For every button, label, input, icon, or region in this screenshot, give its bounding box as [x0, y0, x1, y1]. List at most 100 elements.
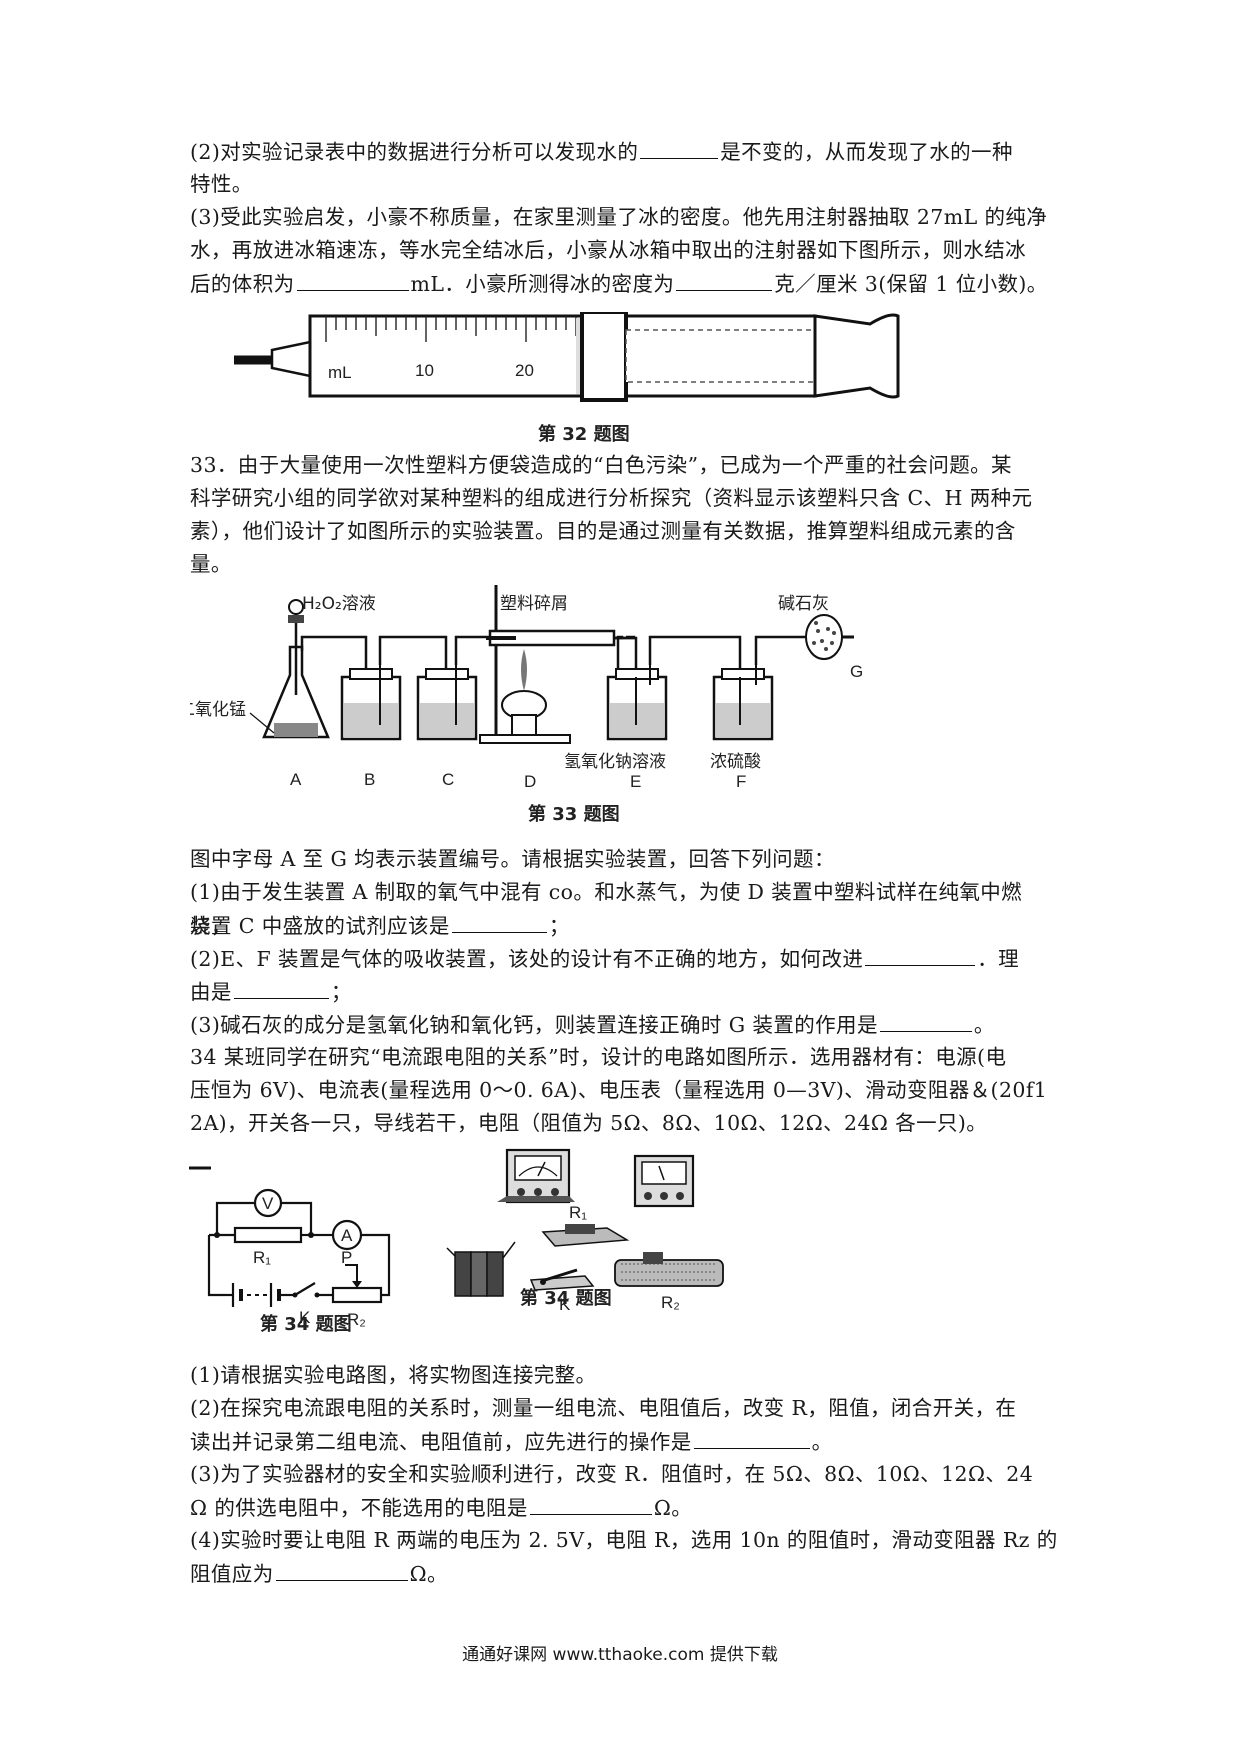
answer-blank[interactable] — [451, 908, 547, 933]
q33-intro-line4: 量。 — [190, 552, 232, 576]
label-A-meter: A — [341, 1226, 353, 1245]
label-E: E — [630, 772, 641, 791]
answer-blank[interactable] — [879, 1007, 972, 1032]
apparatus-figure: H₂O₂溶液 二氧化锰 塑料碎屑 — [190, 585, 863, 791]
q34-intro-line1: 34 某班同学在研究“电流跟电阻的关系”时，设计的电路如图所示．选用器材有：电源… — [190, 1045, 1007, 1069]
text: (2)对实验记录表中的数据进行分析可以发现水的 — [190, 140, 639, 164]
syringe-unit-label: mL — [328, 363, 352, 382]
q34-part1: (1)请根据实验电路图，将实物图连接完整。 — [190, 1363, 597, 1387]
switch-device — [529, 1268, 595, 1291]
q33-intro-line2: 科学研究小组的同学欲对某种塑料的组成进行分析探究（资料显示该塑料只含 C、H 两… — [190, 486, 1033, 510]
label-h2o2: H₂O₂溶液 — [302, 594, 376, 614]
ammeter-device — [633, 1154, 695, 1208]
rheostat-R2 — [331, 1286, 383, 1304]
apparatus-C — [416, 665, 478, 741]
circuit-diagram: V A K P R₁ R₂ — [189, 1166, 391, 1329]
label-mno2: 二氧化锰 — [190, 700, 246, 720]
photo-label-R1: R₁ — [569, 1203, 587, 1222]
label-soda-lime: 碱石灰 — [778, 594, 829, 614]
q33-intro-line1: 33．由于大量使用一次性塑料方便袋造成的“白色污染”，已成为一个严重的社会问题。… — [190, 453, 1012, 477]
battery-symbol — [225, 1283, 293, 1307]
photo-label-K: K — [559, 1295, 571, 1314]
label-P: P — [341, 1248, 352, 1267]
q33-intro-line3: 素），他们设计了如图所示的实验装置。目的是通过测量有关数据，推算塑料组成元素的含 — [190, 519, 1016, 543]
apparatus-D — [479, 585, 616, 744]
answer-blank[interactable] — [296, 266, 409, 291]
q34-part2-line1: (2)在探究电流跟电阻的关系时，测量一组电流、电阻值后，改变 R，阻值，闭合开关… — [190, 1396, 1017, 1420]
q34-intro-line3: 2A)，开关各一只，导线若干，电阻（阻值为 5Ω、8Ω、10Ω、12Ω、24Ω … — [190, 1111, 988, 1135]
answer-blank[interactable] — [529, 1490, 652, 1515]
syringe-tick-20: 20 — [515, 361, 534, 380]
q32-part3-line1: (3)受此实验启发，小豪不称质量，在家里测量了冰的密度。他先用注射器抽取 27m… — [190, 205, 1048, 229]
q34-part4-line1: (4)实验时要让电阻 R 两端的电压为 2. 5V，电阻 R，选用 10n 的阻… — [190, 1528, 1058, 1552]
voltmeter-symbol — [253, 1188, 283, 1218]
text: ； — [330, 980, 352, 1004]
q34-figure-caption-right: 第 34 题图 — [520, 1288, 612, 1309]
q33-part2-line1: (2)E、F 装置是气体的吸收装置，该处的设计有不正确的地方，如何改进 ．理 — [190, 941, 1060, 976]
plunger-rod — [625, 329, 816, 383]
resistor-device — [541, 1224, 630, 1247]
q34-intro-line2: 压恒为 6V)、电流表(量程选用 0～0. 6A)、电压表（量程选用 0—3V)… — [190, 1078, 1048, 1102]
text: ．理 — [977, 947, 1020, 971]
physical-circuit-figure: R₁ K R₂ — [446, 1148, 724, 1314]
text: 后的体积为 — [190, 272, 295, 296]
text: 克／厘米 3(保留 1 位小数)。 — [774, 272, 1048, 296]
label-naoh: 氢氧化钠溶液 — [564, 752, 666, 772]
resistor-R1 — [233, 1226, 303, 1244]
answer-blank[interactable] — [640, 134, 719, 159]
answer-blank[interactable] — [676, 266, 773, 291]
apparatus-F — [712, 665, 774, 741]
text: mL．小豪所测得冰的密度为 — [410, 272, 675, 296]
q33-part3-line1: (3)碱石灰的成分是氢氧化钠和氧化钙，则装置连接正确时 G 装置的作用是。 — [190, 1007, 1060, 1042]
text: Ω 的供选电阻中，不能选用的电阻是 — [190, 1496, 528, 1520]
text: Ω。 — [653, 1496, 693, 1520]
label-K: K — [299, 1308, 311, 1327]
photo-label-R2: R₂ — [661, 1293, 680, 1312]
label-B: B — [364, 770, 375, 789]
battery-device — [446, 1241, 516, 1297]
q34-part2-line2: 读出并记录第二组电流、电阻值前，应先进行的操作是。 — [190, 1424, 1060, 1459]
label-plastic: 塑料碎屑 — [500, 594, 568, 614]
label-D: D — [524, 772, 536, 791]
q32-part2-line2: 特性。 — [190, 172, 253, 196]
answer-blank[interactable] — [693, 1424, 810, 1449]
syringe-tick-10: 10 — [415, 361, 434, 380]
q33-description: 图中字母 A 至 G 均表示装置编号。请根据实验装置，回答下列问题： — [190, 847, 835, 871]
q33-part2-line2: 由是 ； — [190, 974, 1060, 1009]
label-h2so4: 浓硫酸 — [710, 752, 761, 772]
syringe-flange — [813, 313, 900, 399]
ice-edge — [576, 318, 582, 394]
answer-blank[interactable] — [275, 1556, 408, 1581]
voltmeter-device — [497, 1148, 575, 1204]
q34-part3-line1: (3)为了实验器材的安全和实验顺利进行，改变 R．阻值时，在 5Ω、8Ω、10Ω… — [190, 1462, 1034, 1486]
syringe-figure: mL 10 20 — [234, 312, 900, 402]
q32-part2-line1: (2)对实验记录表中的数据进行分析可以发现水的是不变的，从而发现了水的一种 — [190, 134, 1060, 169]
q32-part3-line2: 水，再放进冰箱速冻，等水完全结冰后，小豪从冰箱中取出的注射器如下图所示，则水结冰 — [190, 238, 1026, 262]
text: 装置 C 中盛放的试剂应该是 — [190, 914, 450, 938]
text: 读出并记录第二组电流、电阻值前，应先进行的操作是 — [190, 1430, 692, 1454]
rheostat-device — [614, 1252, 724, 1287]
q34-part3-line2: Ω 的供选电阻中，不能选用的电阻是 Ω。 — [190, 1490, 1060, 1525]
page-footer: 通通好课网 www.tthaoke.com 提供下载 — [462, 1645, 778, 1665]
q32-figure-caption: 第 32 题图 — [538, 424, 630, 445]
q33-figure-caption: 第 33 题图 — [528, 804, 620, 825]
label-G: G — [850, 662, 863, 681]
syringe-tip — [270, 340, 312, 378]
text: (2)E、F 装置是气体的吸收装置，该处的设计有不正确的地方，如何改进 — [190, 947, 864, 971]
q33-part1-line2: 装置 C 中盛放的试剂应该是 ； — [190, 908, 1060, 943]
apparatus-E — [606, 636, 668, 741]
answer-blank[interactable] — [865, 941, 976, 966]
q32-part3-line3: 后的体积为 mL．小豪所测得冰的密度为 克／厘米 3(保留 1 位小数)。 — [190, 266, 1060, 301]
label-R2: R₂ — [347, 1310, 366, 1329]
q34-figure-caption-left: 第 34 题图 — [260, 1314, 352, 1335]
text: 由是 — [190, 980, 232, 1004]
label-A: A — [290, 770, 302, 789]
apparatus-G — [805, 614, 854, 660]
plunger-seal — [580, 312, 628, 402]
answer-blank[interactable] — [233, 974, 329, 999]
text: 。 — [973, 1013, 995, 1037]
text: ； — [548, 914, 570, 938]
label-V: V — [262, 1194, 274, 1213]
